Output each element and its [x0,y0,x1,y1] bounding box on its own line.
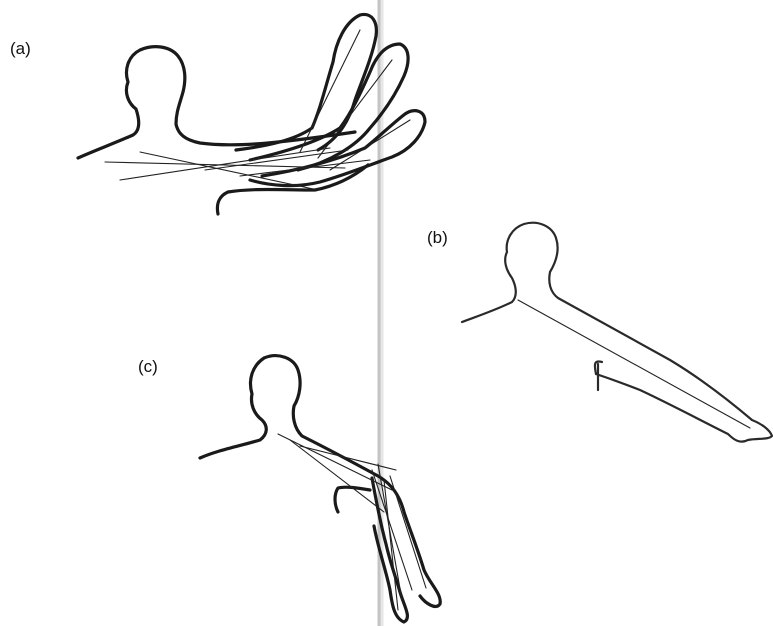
panel-a-arm-3 [250,111,425,186]
panel-a-arm-1 [236,14,376,150]
panel-a [78,14,425,214]
panel-a-arm-2 [250,44,408,170]
panel-c-body-outline [200,356,440,607]
panel-b-label: (b) [427,229,448,246]
panel-c-segment [290,440,384,512]
panel-c-hip-outline [335,487,370,512]
panel-c-segment [390,476,426,588]
panel-c-label: (c) [138,358,158,375]
panel-a-segment [120,148,330,180]
panel-b-arm-segment [518,300,750,428]
panel-b-body-outline [462,223,772,442]
panel-a-label: (a) [10,40,31,57]
panel-b [462,223,772,442]
panel-c-segment [278,434,392,490]
panel-c [200,356,440,622]
